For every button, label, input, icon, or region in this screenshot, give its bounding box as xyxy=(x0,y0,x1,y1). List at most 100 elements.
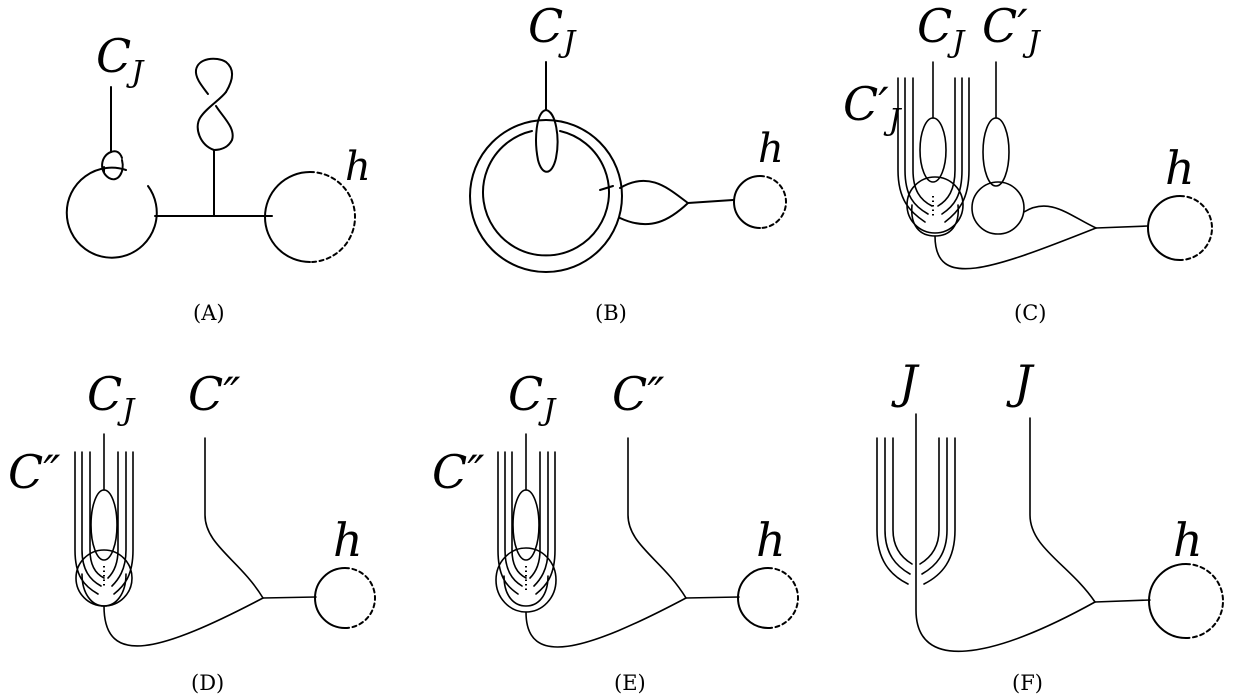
panel-b-cj-label: CJ xyxy=(528,0,577,60)
panel-c-strand-2 xyxy=(904,77,929,215)
panel-e-h-loop-dashed xyxy=(767,567,799,629)
panel-c: CJ C′J C′J h (C) xyxy=(843,0,1213,325)
panel-e-lower-branch xyxy=(525,597,687,648)
panel-e-strand-1 xyxy=(497,451,519,595)
panel-e-under-loop xyxy=(503,575,549,607)
panel-a-clasp-back xyxy=(110,150,123,159)
panel-b-h-label: h xyxy=(758,126,784,172)
panel-d-strand-4 xyxy=(107,451,119,579)
panel-f-strand-6 xyxy=(923,437,956,585)
panel-c-strand-3 xyxy=(912,77,933,207)
panel-c-lower-branch xyxy=(934,227,1097,270)
panel-c-connector xyxy=(1095,225,1149,229)
panel-f-strand-5 xyxy=(921,437,948,575)
panel-e-caption: (E) xyxy=(614,671,646,695)
panel-b-outer-circle xyxy=(469,119,623,273)
panel-c-left-ring xyxy=(906,176,964,234)
panel-f-h-loop xyxy=(1148,563,1187,639)
panel-b-h-loop-dashed xyxy=(759,175,787,229)
panel-c-h-loop-dashed xyxy=(1179,195,1213,261)
panel-e-strand-3 xyxy=(511,451,527,579)
panel-f-h-loop-dashed xyxy=(1185,563,1224,639)
panel-f-strand-2 xyxy=(884,437,911,575)
panel-f-j-strand-left xyxy=(915,413,1096,653)
panel-a-twist-lower xyxy=(196,91,227,151)
panel-d-c2-label-top: C″ xyxy=(188,367,240,421)
panel-e-h-label: h xyxy=(756,513,786,567)
panel-f-j-label-left: J xyxy=(891,355,920,409)
panel-f-h-label: h xyxy=(1173,513,1203,567)
panel-a-right-loop-dashed xyxy=(309,171,356,263)
panel-e-strand-5 xyxy=(533,451,549,587)
panel-a-h-label: h xyxy=(345,144,371,190)
panel-e-c2-strand xyxy=(627,437,687,599)
panel-a-cj-label: CJ xyxy=(96,29,145,90)
panel-d-h-loop xyxy=(314,567,346,629)
panel-c-under-loop xyxy=(910,204,960,237)
panel-b-inner-circle xyxy=(482,130,610,257)
panel-c-cj-clasp xyxy=(919,117,947,183)
panel-c-strand-5 xyxy=(941,77,963,215)
panel-f-strand-4 xyxy=(919,437,940,565)
panel-a: CJ h (A) xyxy=(65,29,371,325)
panel-d-strand-1 xyxy=(74,451,99,595)
panel-d-strand-5 xyxy=(111,451,127,587)
panel-d-h-loop-dashed xyxy=(344,567,376,629)
panel-e-strand-4 xyxy=(529,451,541,579)
panel-c-h-label: h xyxy=(1165,141,1195,195)
panel-e-c2-label-left: C″ xyxy=(432,445,484,499)
panel-c-cjp-label-top: C′J xyxy=(982,0,1042,60)
panel-f: J J h (F) xyxy=(876,355,1224,695)
panel-c-right-ring xyxy=(971,181,1025,235)
panel-d-c2-label-left: C″ xyxy=(8,445,60,499)
panel-d-connector xyxy=(262,596,317,599)
panel-e-strand-2 xyxy=(504,451,523,587)
panel-b-fork-top xyxy=(619,179,689,204)
panel-d-strand-6 xyxy=(113,451,134,595)
panel-a-right-loop xyxy=(264,171,311,263)
panel-c-upper-branch xyxy=(1023,205,1097,229)
panel-c-strand-1 xyxy=(897,77,926,223)
panel-d-cj-clasp xyxy=(90,489,118,561)
panel-b-caption: (B) xyxy=(595,301,627,325)
panel-c-h-loop xyxy=(1147,195,1181,261)
panel-b-connector xyxy=(687,199,734,204)
panel-b-band-mark xyxy=(599,185,614,191)
panel-e-c2-label-top: C″ xyxy=(612,367,664,421)
panel-d: CJ C″ C″ h (D) xyxy=(8,367,376,695)
panel-e-strand-6 xyxy=(535,451,556,595)
panel-d-strand-3 xyxy=(89,451,105,579)
panel-f-strand-3 xyxy=(892,437,913,565)
panel-c-caption: (C) xyxy=(1014,301,1046,325)
panel-d-c2-strand xyxy=(204,437,264,599)
panel-d-lower-branch xyxy=(103,597,264,647)
panel-b-h-loop xyxy=(733,175,761,229)
panel-f-strand-1 xyxy=(876,437,909,585)
panel-c-cjp-label-left: C′J xyxy=(843,77,903,138)
panel-a-twist-return xyxy=(213,105,234,151)
panel-c-strand-6 xyxy=(944,77,970,223)
panel-c-cj-label: CJ xyxy=(917,0,966,60)
panel-a-clasp-front xyxy=(101,151,124,181)
panel-d-h-label: h xyxy=(333,513,363,567)
panel-f-caption: (F) xyxy=(1012,671,1043,695)
panel-c-strand-4 xyxy=(937,77,956,207)
panel-d-strand-2 xyxy=(81,451,102,587)
panel-e-h-loop xyxy=(737,567,769,629)
panel-f-connector xyxy=(1094,599,1151,603)
panel-d-caption: (D) xyxy=(191,671,224,695)
panel-e-connector xyxy=(685,596,740,599)
panel-b-fork-bottom xyxy=(619,202,689,226)
panel-b: CJ h (B) xyxy=(469,0,787,325)
panel-f-j-label-right: J xyxy=(1006,355,1035,409)
panel-c-cjp-clasp xyxy=(982,117,1010,187)
panel-e-cj-label: CJ xyxy=(508,367,557,428)
panel-e: CJ C″ C″ h (E) xyxy=(432,367,799,695)
panel-b-clasp xyxy=(535,109,559,173)
panel-d-cj-label: CJ xyxy=(87,367,136,428)
panel-e-cj-clasp xyxy=(512,489,540,561)
panel-a-twist-upper xyxy=(194,57,233,95)
panel-f-j-strand-right xyxy=(1029,417,1096,603)
panel-a-left-loop xyxy=(65,166,158,259)
